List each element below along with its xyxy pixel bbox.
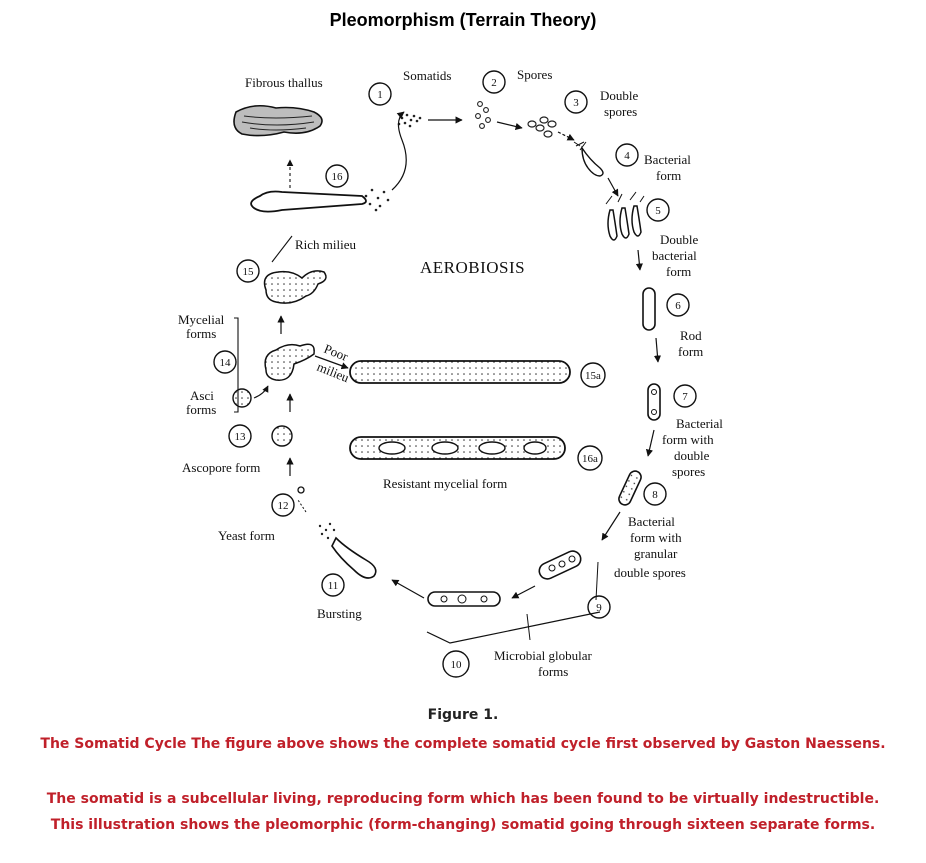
stage-11-number: 11	[328, 580, 339, 592]
stage-7-label-c: double	[674, 448, 710, 463]
stage-12-number: 12	[278, 500, 289, 512]
asci-label-b: forms	[186, 402, 216, 417]
figure-label: Figure 1.	[427, 707, 499, 723]
stage-5-label-b: bacterial	[652, 248, 697, 263]
stage-8-bacterial-granular: 8 Bacterial form with granular double sp…	[601, 470, 686, 580]
fibrous-thallus-label: Fibrous thallus	[245, 75, 323, 90]
stage-2-label: Spores	[517, 67, 552, 82]
stage-2-spores: 2 Spores	[475, 67, 552, 130]
stage-15: 15 Rich milieu	[236, 235, 357, 304]
page-title: Pleomorphism (Terrain Theory)	[329, 10, 597, 30]
stage-5-label-a: Double	[660, 232, 699, 247]
stage-16a-label: Resistant mycelial form	[383, 476, 507, 491]
stage-1-somatids: 1 Somatids	[368, 68, 463, 128]
caption-line-3: This illustration shows the pleomorphic …	[50, 817, 876, 833]
stage-6-label-a: Rod	[680, 328, 702, 343]
stage-11-bursting: 11 Bursting	[317, 522, 377, 621]
stage-12-label: Yeast form	[218, 528, 275, 543]
somatid-cycle-diagram: AEROBIOSIS 1 Somatids 2 Spores 3 Double …	[178, 67, 723, 679]
asci-label-a: Asci	[190, 388, 214, 403]
stage-16a-resistant-mycelial: 16a Resistant mycelial form	[349, 436, 603, 491]
stage-16: 16	[250, 111, 407, 213]
poor-milieu: Poor milieu	[314, 341, 352, 385]
stage-11-label: Bursting	[317, 606, 362, 621]
stage-6-rod-form: 6 Rod form	[642, 287, 703, 363]
stage-8-label-a: Bacterial	[628, 514, 675, 529]
stage-4-number: 4	[624, 150, 630, 162]
stage-2-number: 2	[491, 77, 497, 89]
stage-8-number: 8	[652, 489, 658, 501]
stage-15-number: 15	[243, 266, 255, 278]
caption-line-1: The Somatid Cycle The figure above shows…	[40, 736, 886, 752]
stage-6-number: 6	[675, 300, 681, 312]
stage-3-label-b: spores	[604, 104, 637, 119]
stage-10-number: 10	[451, 659, 463, 671]
stage-7-label-a: Bacterial	[676, 416, 723, 431]
stage-9-number: 9	[596, 602, 602, 614]
mycelial-label-b: forms	[186, 326, 216, 341]
stage-4-bacterial-form: 4 Bacterial form	[573, 141, 691, 197]
stage-7-label-d: spores	[672, 464, 705, 479]
stage-15a-number: 15a	[585, 370, 601, 382]
stage-5-label-c: form	[666, 264, 691, 279]
stage-3-double-spores: 3 Double spores	[527, 88, 639, 141]
stage-5-double-bacterial-form: 5 Double bacterial form	[605, 191, 699, 279]
microbial-globular-label-a: Microbial globular	[494, 648, 593, 663]
stage-12-yeast-form: 12 Yeast form	[218, 486, 307, 543]
fibrous-thallus: Fibrous thallus	[233, 75, 323, 137]
stage-14-asci-forms: 14 Asci forms Mycelial forms	[178, 312, 315, 417]
stage-8-label-b: form with	[630, 530, 682, 545]
stage-7-bacterial-double-spores: 7 Bacterial form with double spores	[645, 383, 723, 479]
stage-1-number: 1	[377, 89, 383, 101]
stage-6-label-b: form	[678, 344, 703, 359]
stage-13-label: Ascopore form	[182, 460, 260, 475]
stage-5-number: 5	[655, 205, 661, 217]
stage-4-label-a: Bacterial	[644, 152, 691, 167]
caption-line-2: The somatid is a subcellular living, rep…	[46, 791, 880, 807]
stage-8-label-c: granular	[634, 546, 678, 561]
rich-milieu-label: Rich milieu	[295, 237, 357, 252]
stage-7-number: 7	[682, 391, 688, 403]
stage-4-label-b: form	[656, 168, 681, 183]
microbial-globular-label-b: forms	[538, 664, 568, 679]
stage-9-10-microbial-globular: 9 10 Microbial globular forms	[391, 550, 611, 679]
stage-3-label-a: Double	[600, 88, 639, 103]
stage-13-ascopore-form: 13 Ascopore form	[182, 424, 294, 476]
stage-8-label-d: double spores	[614, 565, 686, 580]
stage-1-label: Somatids	[403, 68, 451, 83]
stage-3-number: 3	[573, 97, 579, 109]
stage-16a-number: 16a	[582, 453, 598, 465]
stage-7-label-b: form with	[662, 432, 714, 447]
aerobiosis-label: AEROBIOSIS	[420, 258, 525, 277]
mycelial-label-a: Mycelial	[178, 312, 225, 327]
stage-13-number: 13	[235, 431, 247, 443]
stage-14-number: 14	[220, 357, 232, 369]
stage-16-number: 16	[332, 171, 344, 183]
stage-15a: 15a	[349, 360, 606, 388]
